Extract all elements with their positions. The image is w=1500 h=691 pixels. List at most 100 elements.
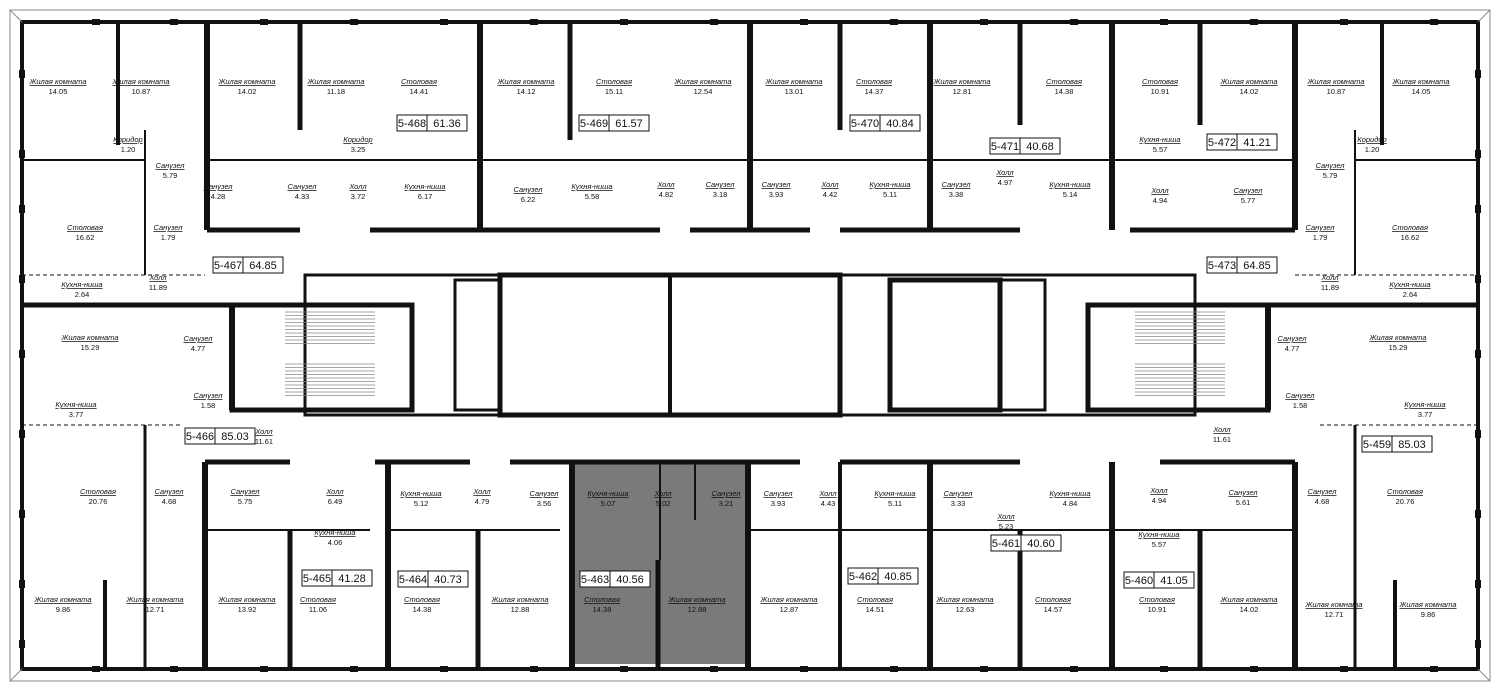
room-name: Санузел [153, 223, 183, 232]
apartment-tag-box[interactable] [397, 570, 469, 588]
room-name: Столовая [1139, 595, 1175, 604]
pillar [19, 510, 25, 518]
pillar [1250, 666, 1258, 672]
room-area: 4.79 [475, 497, 490, 506]
room-area: 14.38 [413, 605, 432, 614]
apartment-tag-box[interactable] [847, 567, 919, 585]
room-name: Столовая [401, 77, 437, 86]
room-name: Холл [1150, 186, 1169, 195]
apartment-tag-box[interactable] [184, 427, 256, 445]
room-area: 4.77 [191, 344, 206, 353]
room-name: Жилая комната [496, 77, 554, 86]
room-area: 14.12 [517, 87, 536, 96]
room-area: 15.11 [605, 87, 623, 96]
room-area: 14.02 [238, 87, 257, 96]
room-name: Санузел [183, 334, 213, 343]
room-name: Кухня-ниша [404, 182, 445, 191]
apartment-tag-box[interactable] [396, 114, 468, 132]
apartment-tag-box[interactable] [212, 256, 284, 274]
apartment-tag-box[interactable] [1206, 133, 1278, 151]
apartment-tag-box[interactable] [990, 534, 1062, 552]
room-area: 12.54 [694, 87, 713, 96]
room-area: 5.58 [585, 192, 600, 201]
room-area: 9.86 [1421, 610, 1436, 619]
room-name: Холл [820, 180, 839, 189]
room-area: 1.79 [1313, 233, 1328, 242]
room-area: 1.20 [1365, 145, 1380, 154]
apartment-tag-box[interactable] [579, 570, 651, 588]
room-name: Столовая [80, 487, 116, 496]
room-area: 3.21 [719, 499, 734, 508]
apartment-tag-box[interactable] [578, 114, 650, 132]
room-name: Кухня-ниша [1049, 489, 1090, 498]
apartment-tag-box[interactable] [989, 137, 1061, 155]
room-area: 1.79 [161, 233, 176, 242]
room-area: 12.71 [1325, 610, 1344, 619]
room-area: 5.11 [888, 499, 902, 508]
pillar [620, 666, 628, 672]
apartment-tag-box[interactable] [301, 569, 373, 587]
pillar [1070, 19, 1078, 25]
room-name: Жилая комната [1368, 333, 1426, 342]
pillar [260, 19, 268, 25]
room-name: Санузел [203, 182, 233, 191]
apartment-tag-box[interactable] [1206, 256, 1278, 274]
pillar [1475, 70, 1481, 78]
room-area: 1.20 [121, 145, 136, 154]
room-area: 5.61 [1236, 498, 1251, 507]
room-area: 14.05 [1412, 87, 1431, 96]
pillar [350, 19, 358, 25]
apartment-tag-box[interactable] [1123, 571, 1195, 589]
room-area: 14.38 [593, 605, 612, 614]
pillar [1250, 19, 1258, 25]
apartment-area: 61.36 [433, 118, 461, 130]
room-area: 10.87 [132, 87, 151, 96]
room-area: 16.62 [1401, 233, 1420, 242]
room-name: Жилая комната [33, 595, 91, 604]
apartment-tag-box[interactable] [1361, 435, 1433, 453]
pillar [1475, 150, 1481, 158]
room-name: Коридор [343, 135, 372, 144]
room-name: Санузел [1305, 223, 1335, 232]
room-name: Столовая [584, 595, 620, 604]
room-area: 12.88 [688, 605, 707, 614]
room-area: 5.77 [1241, 196, 1256, 205]
room-area: 14.05 [49, 87, 68, 96]
apartment-tag-box[interactable] [849, 114, 921, 132]
